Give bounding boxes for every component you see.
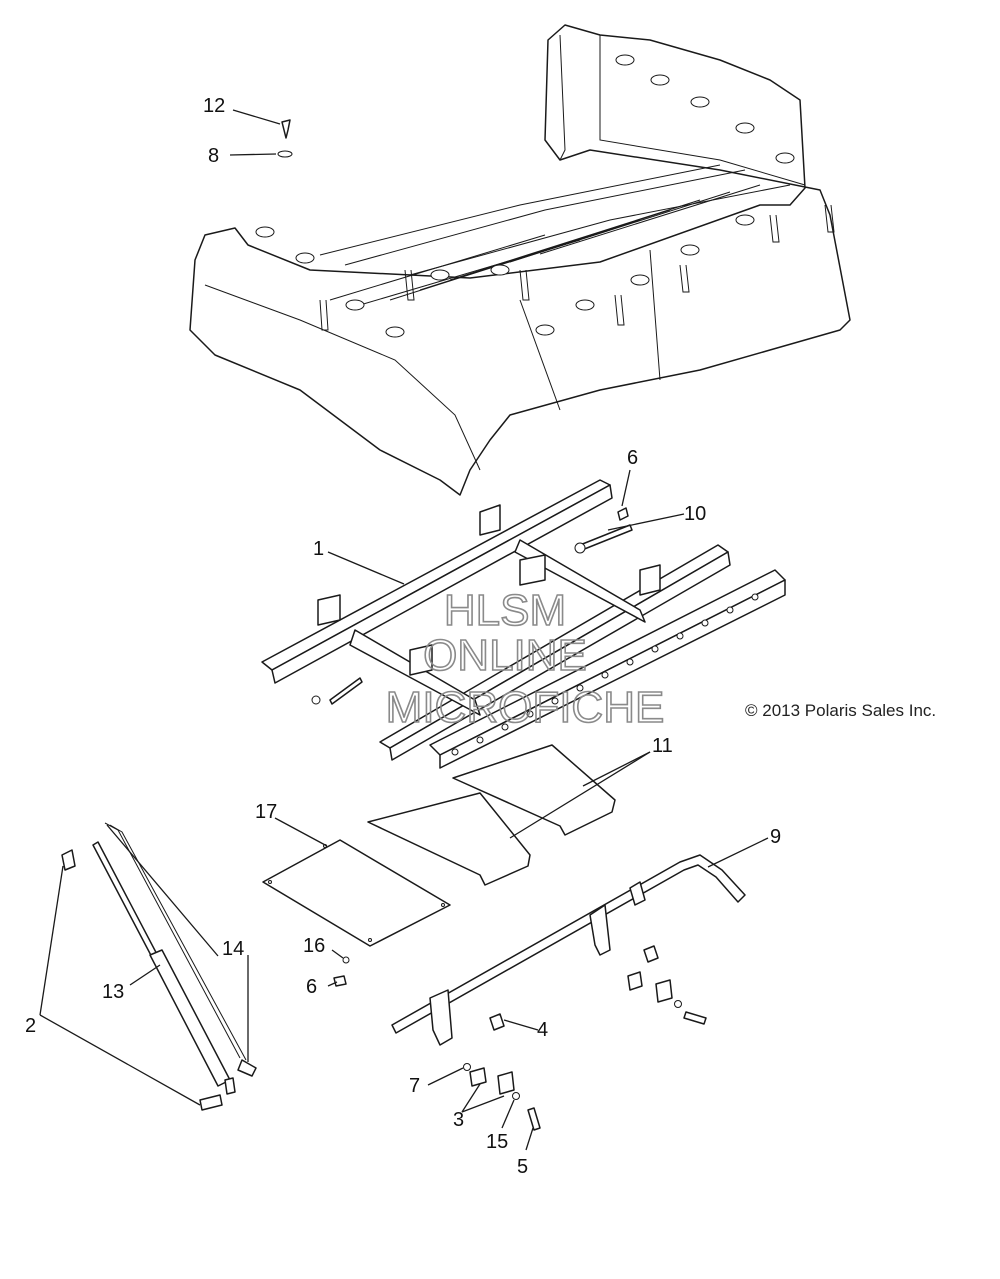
- floor-panel-middle: [367, 792, 531, 886]
- callout-13: 13: [102, 981, 124, 1003]
- callout-1: 1: [313, 538, 324, 560]
- callout-9: 9: [770, 826, 781, 848]
- cargo-frame: [261, 479, 731, 761]
- latch-hardware: [463, 945, 707, 1131]
- callout-14: 14: [222, 938, 244, 960]
- cargo-box: [189, 24, 851, 496]
- copyright-notice: © 2013 Polaris Sales Inc.: [745, 701, 936, 720]
- callout-4: 4: [537, 1019, 548, 1041]
- floor-panels: [262, 744, 616, 947]
- callout-7: 7: [409, 1075, 420, 1097]
- cargo-box-tiedown-pockets: [255, 54, 795, 338]
- top-hardware: [277, 119, 293, 158]
- floor-panel-front: [262, 839, 451, 947]
- callout-5: 5: [517, 1156, 528, 1178]
- callout-16: 16: [303, 935, 325, 957]
- perforated-rail: [429, 569, 786, 769]
- callout-10: 10: [684, 503, 706, 525]
- watermark-line-2: ONLINE: [423, 631, 587, 680]
- callout-3: 3: [453, 1109, 464, 1131]
- watermark-line-3: MICROFICHE: [386, 683, 665, 732]
- callout-6-bottom: 6: [306, 976, 317, 998]
- callout-8: 8: [208, 145, 219, 167]
- cargo-box-hooks: [319, 204, 835, 331]
- callout-2: 2: [25, 1015, 36, 1037]
- floor-panel-rear: [452, 744, 616, 836]
- watermark-line-1: HLSM: [444, 586, 566, 635]
- frame-hardware: [311, 507, 633, 705]
- tailgate-bar: [391, 854, 746, 1046]
- callout-12: 12: [203, 95, 225, 117]
- callout-17: 17: [255, 801, 277, 823]
- leader-lines: [39, 109, 769, 1151]
- callout-15: 15: [486, 1131, 508, 1153]
- callout-labels: 12 8 6 10 1 11 17 9 14 16 13 6 2 4 7 3 1…: [25, 95, 781, 1178]
- watermark: HLSM ONLINE MICROFICHE: [385, 585, 665, 733]
- gas-strut-assembly: [61, 822, 350, 1111]
- callout-6-top: 6: [627, 447, 638, 469]
- callout-11: 11: [652, 735, 673, 757]
